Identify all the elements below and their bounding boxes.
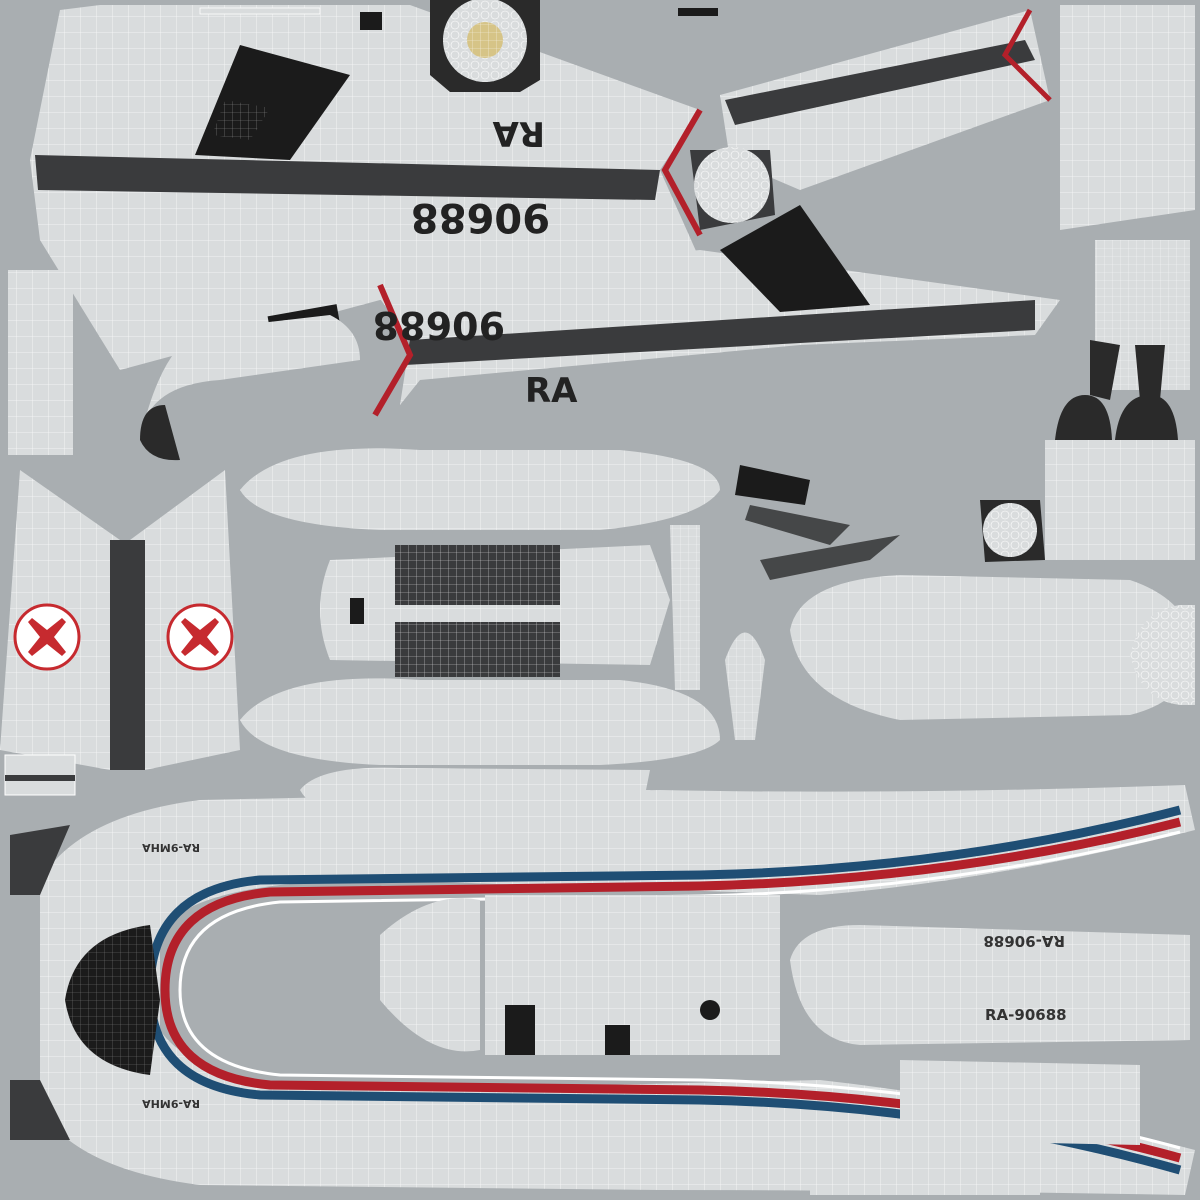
engine-nacelle-upper xyxy=(240,448,720,530)
wing-black-band-lower xyxy=(720,205,870,312)
landing-gear xyxy=(670,525,765,740)
right-wing-lower: 90688 RA xyxy=(370,205,1060,417)
nose-registration-bottom: RA-9MHA xyxy=(142,1097,200,1110)
engine-fan-mid xyxy=(690,147,775,230)
emblem-left xyxy=(13,603,81,671)
red-leading-edge xyxy=(661,108,703,237)
emblem-right xyxy=(166,603,234,671)
engine-nacelles xyxy=(1045,340,1195,560)
tail-cone: RA-90688 RA-90688 xyxy=(790,925,1190,1145)
wing-number-upper: 90688 xyxy=(411,194,550,240)
wing-prefix-upper: RA xyxy=(492,113,545,153)
engine-fan-top xyxy=(430,0,540,92)
fuselage-registration-bottom: RA-90688 xyxy=(985,1006,1067,1024)
nose-registration-top: RA-9MHA xyxy=(142,841,200,854)
horizontal-stabilizer xyxy=(720,8,1052,190)
wing-number-lower: 90688 xyxy=(373,303,505,347)
fuselage-inner-panels xyxy=(380,895,780,1055)
wing-prefix-lower: RA xyxy=(525,371,578,411)
cockpit-interior xyxy=(320,545,670,677)
engine-ring xyxy=(980,500,1045,562)
left-strips xyxy=(8,270,73,455)
fuselage-registration-top: RA-90688 xyxy=(983,932,1065,950)
nose-cone xyxy=(140,315,360,461)
engine-nacelle-lower xyxy=(240,678,720,765)
vertical-fin xyxy=(1060,5,1195,390)
engine-nacelle-right xyxy=(790,575,1195,720)
color-swatch xyxy=(4,754,76,796)
